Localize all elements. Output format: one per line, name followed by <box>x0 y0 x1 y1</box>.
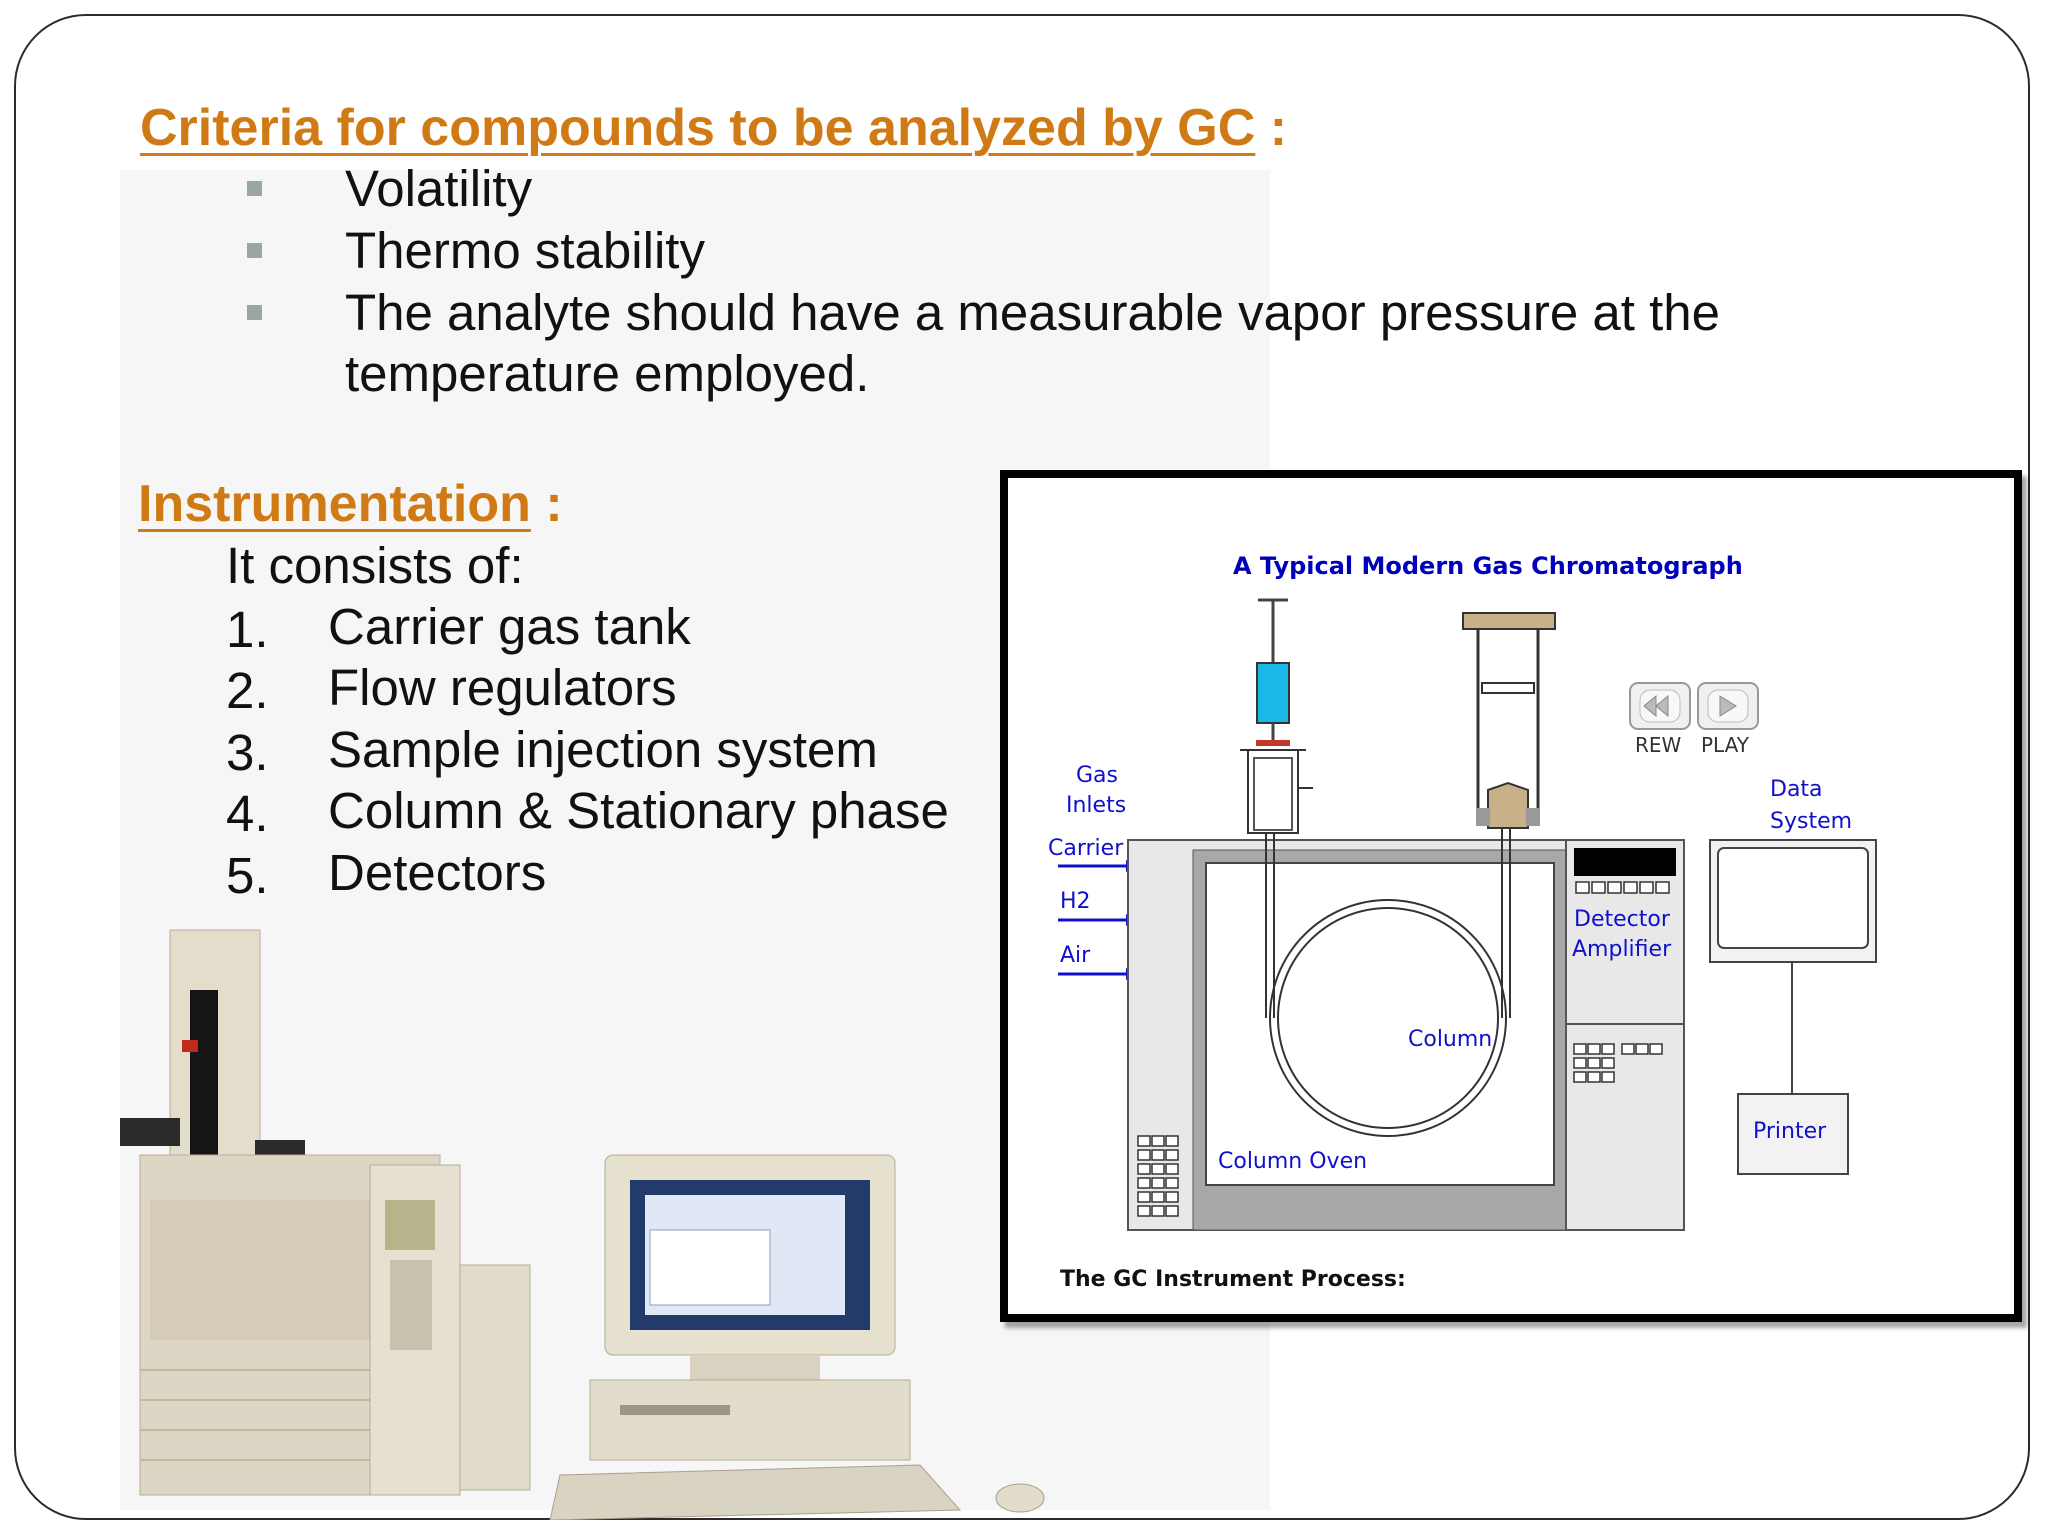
diagram-title: A Typical Modern Gas Chromatograph <box>1233 552 1743 580</box>
criteria-bullet-3-cont: temperature employed. <box>345 345 870 402</box>
list-item: Detectors <box>328 844 547 901</box>
list-number: 3. <box>226 724 269 781</box>
rew-button[interactable] <box>1629 682 1691 730</box>
list-item: Flow regulators <box>328 659 677 716</box>
instrumentation-intro: It consists of: <box>226 537 524 594</box>
list-item: Sample injection system <box>328 721 878 778</box>
play-label: PLAY <box>1701 733 1750 757</box>
printer-box <box>1737 1093 1849 1175</box>
list-number: 2. <box>226 662 269 719</box>
criteria-heading-colon: : <box>1269 99 1288 157</box>
column-oven-label: Column Oven <box>1218 1149 1367 1174</box>
bullet-icon <box>247 181 262 196</box>
column-label: Column <box>1408 1027 1492 1052</box>
printer-label: Printer <box>1753 1119 1827 1144</box>
gc-diagram: A Typical Modern Gas Chromatograph REW <box>1000 470 2022 1322</box>
air-label: Air <box>1060 943 1091 968</box>
diagram-caption: The GC Instrument Process: <box>1060 1267 1406 1292</box>
criteria-bullet-1: Volatility <box>345 160 533 217</box>
gc-instrument-photo <box>90 900 1080 1521</box>
instrumentation-heading-colon: : <box>545 475 563 533</box>
list-number: 4. <box>226 785 269 842</box>
criteria-bullet-3: The analyte should have a measurable vap… <box>345 284 1721 341</box>
rew-label: REW <box>1635 733 1682 757</box>
list-number: 1. <box>226 601 269 658</box>
bullet-icon <box>247 305 262 320</box>
inlets-label: Inlets <box>1066 793 1126 818</box>
play-button[interactable] <box>1697 682 1759 730</box>
bullet-icon <box>247 243 262 258</box>
list-item: Carrier gas tank <box>328 598 691 655</box>
gas-label: Gas <box>1076 763 1118 788</box>
column-coil <box>1269 899 1507 1137</box>
list-number: 5. <box>226 847 269 904</box>
criteria-bullet-2: Thermo stability <box>345 222 705 279</box>
instrumentation-heading: Instrumentation : <box>138 474 563 534</box>
carrier-label: Carrier <box>1048 836 1124 861</box>
criteria-heading-text: Criteria for compounds to be analyzed by… <box>140 99 1256 157</box>
syringe-icon <box>1256 662 1290 724</box>
detector-label: Detector <box>1574 907 1671 932</box>
system-label: System <box>1770 809 1852 834</box>
criteria-heading: Criteria for compounds to be analyzed by… <box>140 98 1287 158</box>
amplifier-label: Amplifier <box>1572 937 1672 962</box>
h2-label: H2 <box>1060 889 1091 914</box>
list-item: Column & Stationary phase <box>328 782 949 839</box>
instrumentation-heading-text: Instrumentation <box>138 475 531 533</box>
data-label: Data <box>1770 777 1823 802</box>
